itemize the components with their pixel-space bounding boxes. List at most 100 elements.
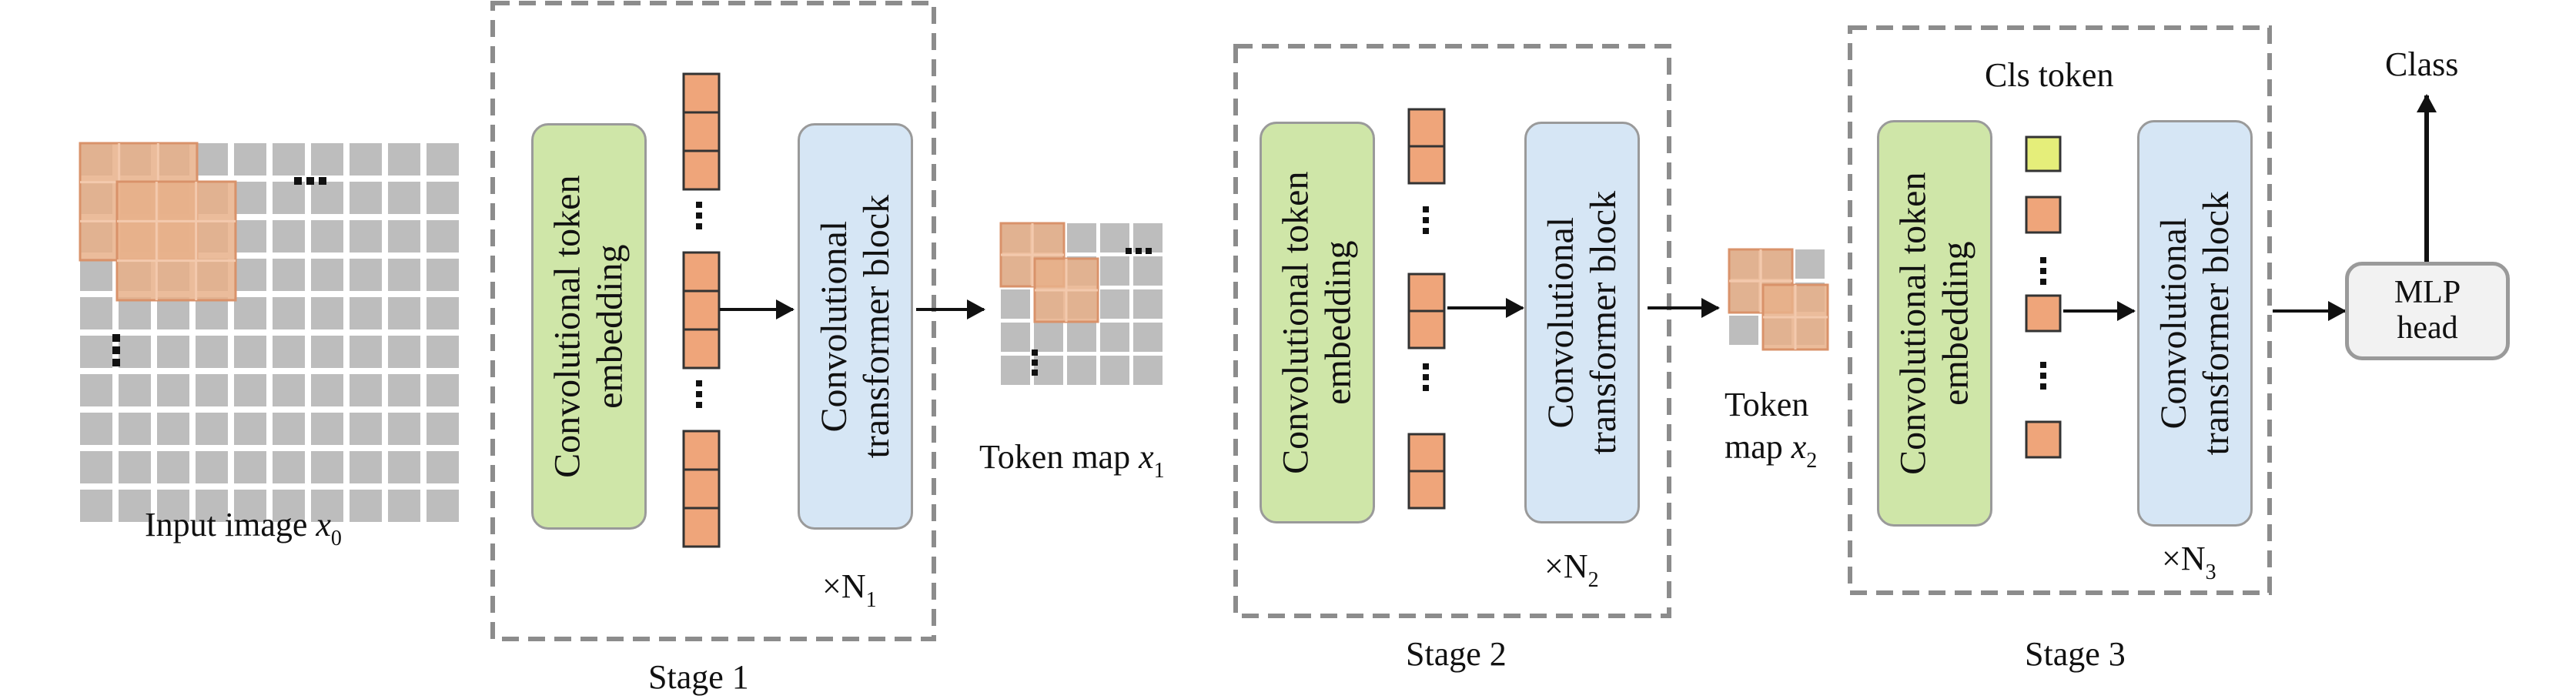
stage-2-embedding-box: Convolutional token embedding	[1260, 122, 1375, 523]
grid-cell	[273, 490, 305, 522]
grid-cell	[311, 336, 343, 368]
grid-cell	[350, 182, 382, 214]
grid-cell	[1133, 223, 1163, 253]
grid-cell	[1001, 323, 1030, 352]
token-map-2-subscript: 2	[1806, 449, 1818, 473]
stage-3-border	[1848, 25, 2272, 595]
grid-cell	[1133, 323, 1163, 352]
grid-cell	[1001, 356, 1030, 385]
grid-cell	[1067, 223, 1096, 253]
grid-cell	[273, 374, 305, 406]
ellipsis-dot	[1146, 248, 1152, 254]
ellipsis-dot	[2040, 279, 2046, 285]
grid-cell	[157, 374, 189, 406]
stage-1-token-column	[682, 72, 721, 548]
stage-1-embedding-text: Convolutional token embedding	[547, 175, 631, 478]
grid-cell	[273, 413, 305, 445]
grid-cell	[311, 182, 343, 214]
grid-cell	[1133, 256, 1163, 286]
grid-cell	[196, 143, 228, 176]
token-map-1-subscript: 1	[1153, 459, 1165, 483]
stage-1-transformer-text: Convolutional transformer block	[813, 194, 898, 459]
patch-overlay	[1761, 283, 1829, 351]
stage-2-embedding-text: Convolutional token embedding	[1275, 171, 1359, 474]
grid-cell	[196, 374, 228, 406]
grid-cell	[80, 490, 112, 522]
grid-cell	[196, 490, 228, 522]
grid-cell	[388, 413, 420, 445]
grid-cell	[427, 182, 459, 214]
grid-cell	[1034, 356, 1063, 385]
grid-cell	[388, 259, 420, 291]
ellipsis-dot	[112, 346, 120, 354]
ellipsis-dot	[2040, 383, 2046, 390]
patch-overlay	[1033, 257, 1099, 323]
grid-cell	[1034, 323, 1063, 352]
grid-cell	[234, 336, 266, 368]
grid-cell	[350, 374, 382, 406]
grid-cell	[350, 451, 382, 483]
ellipsis-dot	[1136, 248, 1142, 254]
grid-cell	[388, 374, 420, 406]
token-map-2-grid	[1728, 248, 1829, 351]
grid-cell	[350, 490, 382, 522]
grid-cell	[427, 374, 459, 406]
ellipsis-dot	[2040, 362, 2046, 368]
mlp-head-box: MLP head	[2345, 262, 2510, 360]
token-map-1-grid	[999, 222, 1163, 385]
grid-cell	[311, 490, 343, 522]
stage-1-transformer-box: Convolutional transformer block	[798, 123, 913, 530]
stage-2-label: Stage 2	[1406, 635, 1507, 673]
grid-cell	[273, 297, 305, 329]
ellipsis-dot	[319, 177, 326, 185]
ellipsis-dot	[696, 402, 702, 408]
grid-cell	[427, 220, 459, 253]
grid-cell	[311, 143, 343, 176]
grid-cell	[234, 297, 266, 329]
grid-cell	[1100, 323, 1129, 352]
stage-2-transformer-box: Convolutional transformer block	[1524, 122, 1640, 523]
token-stack	[2025, 294, 2062, 333]
grid-cell	[388, 143, 420, 176]
grid-cell	[427, 297, 459, 329]
grid-cell	[427, 490, 459, 522]
token-stack	[682, 430, 721, 548]
grid-cell	[157, 336, 189, 368]
ellipsis-dot	[294, 177, 302, 185]
grid-cell	[427, 259, 459, 291]
grid-cell	[388, 451, 420, 483]
grid-cell	[311, 374, 343, 406]
grid-cell	[80, 413, 112, 445]
grid-cell	[119, 336, 151, 368]
grid-cell	[234, 451, 266, 483]
grid-cell	[273, 259, 305, 291]
stage-3-embedding-text: Convolutional token embedding	[1892, 172, 1976, 475]
ellipsis-dot	[1423, 206, 1429, 212]
grid-cell	[196, 413, 228, 445]
grid-cell	[1001, 289, 1030, 319]
ellipsis-dot	[112, 359, 120, 366]
grid-cell	[273, 336, 305, 368]
grid-cell	[1067, 323, 1096, 352]
grid-cell	[119, 490, 151, 522]
ellipsis-dot	[696, 223, 702, 229]
grid-cell	[350, 259, 382, 291]
stage-3-token-column	[2025, 135, 2062, 459]
stage-3-repeat: ×N3	[2162, 540, 2216, 584]
grid-cell	[273, 143, 305, 176]
stage-2-repeat: ×N2	[1544, 547, 1599, 592]
token-map-1-label: Token map x1	[979, 438, 1165, 483]
stage-1-repeat: ×N1	[822, 567, 877, 612]
ellipsis-dot	[1032, 360, 1038, 366]
grid-cell	[1133, 356, 1163, 385]
grid-cell	[196, 451, 228, 483]
grid-cell	[1100, 289, 1129, 319]
grid-cell	[350, 336, 382, 368]
token-stack	[2025, 420, 2062, 459]
ellipsis-dot	[1126, 248, 1132, 254]
grid-cell	[80, 297, 112, 329]
grid-cell	[1795, 249, 1825, 279]
grid-cell	[119, 451, 151, 483]
stage-1-embedding-box: Convolutional token embedding	[531, 123, 647, 530]
token-map-1-variable: x	[1139, 438, 1154, 476]
